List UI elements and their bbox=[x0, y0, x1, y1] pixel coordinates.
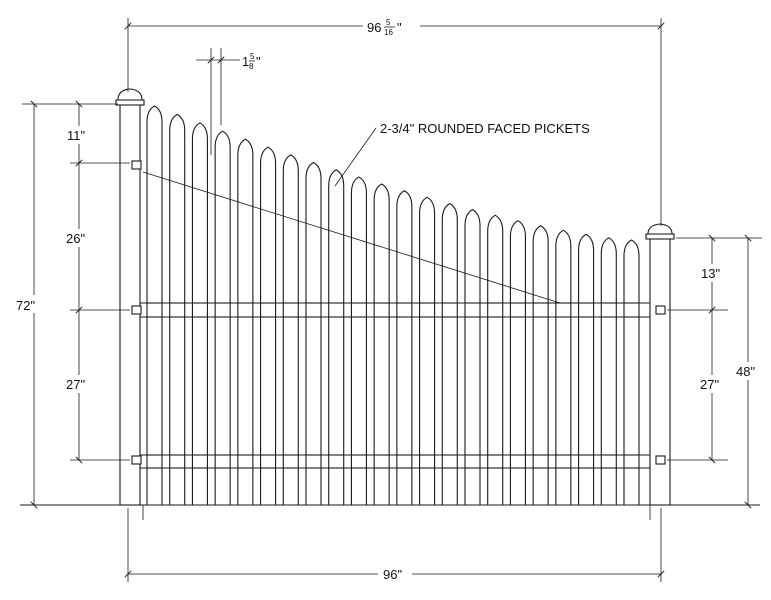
picket bbox=[487, 214, 504, 506]
top-overall-value: 96 bbox=[367, 20, 381, 35]
picket-rail-crossing bbox=[396, 302, 413, 318]
right-top-label: 13" bbox=[701, 266, 720, 281]
picket-rail-crossing bbox=[555, 302, 572, 318]
picket-gap-dimension: 1 5 8 " bbox=[196, 48, 261, 155]
picket-rail-crossing bbox=[237, 302, 254, 318]
picket-rail-crossing bbox=[578, 302, 595, 318]
left-total-label: 72" bbox=[16, 298, 35, 313]
picket-rail-crossing bbox=[578, 454, 595, 469]
picket-rail-crossing bbox=[260, 454, 277, 469]
picket-rail-crossing bbox=[328, 302, 345, 318]
picket bbox=[555, 229, 572, 506]
picket-rail-crossing bbox=[532, 302, 549, 318]
picket-rail-crossing bbox=[623, 302, 640, 318]
picket-rail-crossing bbox=[509, 302, 526, 318]
picket-rail-crossing bbox=[305, 302, 322, 318]
picket-rail-crossing bbox=[191, 302, 208, 318]
picket-rail-crossing bbox=[600, 454, 617, 469]
picket-gap-frac-num: 5 bbox=[250, 52, 255, 61]
top-overall-frac-den: 16 bbox=[384, 28, 393, 37]
picket bbox=[214, 130, 231, 506]
picket-rail-crossing bbox=[237, 454, 254, 469]
picket-rail-crossing bbox=[623, 454, 640, 469]
picket bbox=[260, 146, 277, 506]
left-post bbox=[115, 88, 145, 506]
picket-rail-crossing bbox=[487, 454, 504, 469]
picket-overlay bbox=[146, 302, 640, 469]
left-dimensions: 72" 11" 26" 27" bbox=[14, 100, 130, 509]
picket-rail-crossing bbox=[169, 302, 186, 318]
picket-rail-crossing bbox=[282, 454, 299, 469]
left-middle-label: 26" bbox=[66, 231, 85, 246]
picket bbox=[419, 196, 436, 506]
picket-callout-label: 2-3/4" ROUNDED FACED PICKETS bbox=[380, 121, 590, 136]
picket-rail-crossing bbox=[487, 302, 504, 318]
picket-rail-crossing bbox=[441, 454, 458, 469]
left-top-label: 11" bbox=[67, 128, 85, 143]
picket-gap-value: 1 bbox=[242, 54, 249, 69]
top-overall-dimension: 96 5 16 " bbox=[124, 18, 665, 226]
picket bbox=[441, 202, 458, 506]
picket bbox=[237, 138, 254, 506]
bottom-width-label: 96" bbox=[383, 567, 402, 582]
picket-rail-crossing bbox=[328, 454, 345, 469]
picket-rail-crossing bbox=[441, 302, 458, 318]
picket bbox=[350, 176, 367, 506]
picket-rail-crossing bbox=[191, 454, 208, 469]
picket-rail-crossing bbox=[169, 454, 186, 469]
left-bottom-label: 27" bbox=[66, 377, 85, 392]
picket bbox=[282, 154, 299, 506]
picket bbox=[373, 183, 390, 506]
picket-rail-crossing bbox=[464, 454, 481, 469]
right-middle-label: 27" bbox=[700, 377, 719, 392]
right-total-label: 48" bbox=[736, 364, 755, 379]
picket bbox=[305, 161, 322, 506]
picket bbox=[509, 220, 526, 506]
picket-rail-crossing bbox=[282, 302, 299, 318]
right-dimensions: 13" 27" 48" bbox=[667, 234, 767, 509]
top-overall-frac-num: 5 bbox=[386, 18, 391, 27]
bottom-width-dimension: 96" bbox=[124, 505, 665, 583]
picket-gap-unit: " bbox=[256, 54, 261, 69]
picket-rail-crossing bbox=[532, 454, 549, 469]
picket-rail-crossing bbox=[464, 302, 481, 318]
picket bbox=[396, 190, 413, 506]
picket-callout: 2-3/4" ROUNDED FACED PICKETS bbox=[334, 121, 590, 187]
picket-guide-line bbox=[142, 171, 561, 304]
picket-rail-crossing bbox=[396, 454, 413, 469]
picket bbox=[328, 169, 345, 506]
picket bbox=[464, 208, 481, 506]
picket-rail-crossing bbox=[555, 454, 572, 469]
picket-rail-crossing bbox=[419, 454, 436, 469]
picket-rail-crossing bbox=[419, 302, 436, 318]
picket-rail-crossing bbox=[146, 454, 163, 469]
picket-rail-crossing bbox=[350, 454, 367, 469]
picket-rail-crossing bbox=[350, 302, 367, 318]
picket-rail-crossing bbox=[600, 302, 617, 318]
top-overall-unit: " bbox=[397, 20, 402, 35]
picket-rail-crossing bbox=[509, 454, 526, 469]
picket-rail-crossing bbox=[373, 302, 390, 318]
picket-rail-crossing bbox=[214, 454, 231, 469]
picket-rail-crossing bbox=[214, 302, 231, 318]
picket bbox=[578, 233, 595, 506]
picket-gap-frac-den: 8 bbox=[249, 62, 254, 71]
picket-rail-crossing bbox=[260, 302, 277, 318]
picket-rail-crossing bbox=[146, 302, 163, 318]
picket-rail-crossing bbox=[373, 454, 390, 469]
picket-rail-crossing bbox=[305, 454, 322, 469]
right-post bbox=[645, 223, 675, 506]
